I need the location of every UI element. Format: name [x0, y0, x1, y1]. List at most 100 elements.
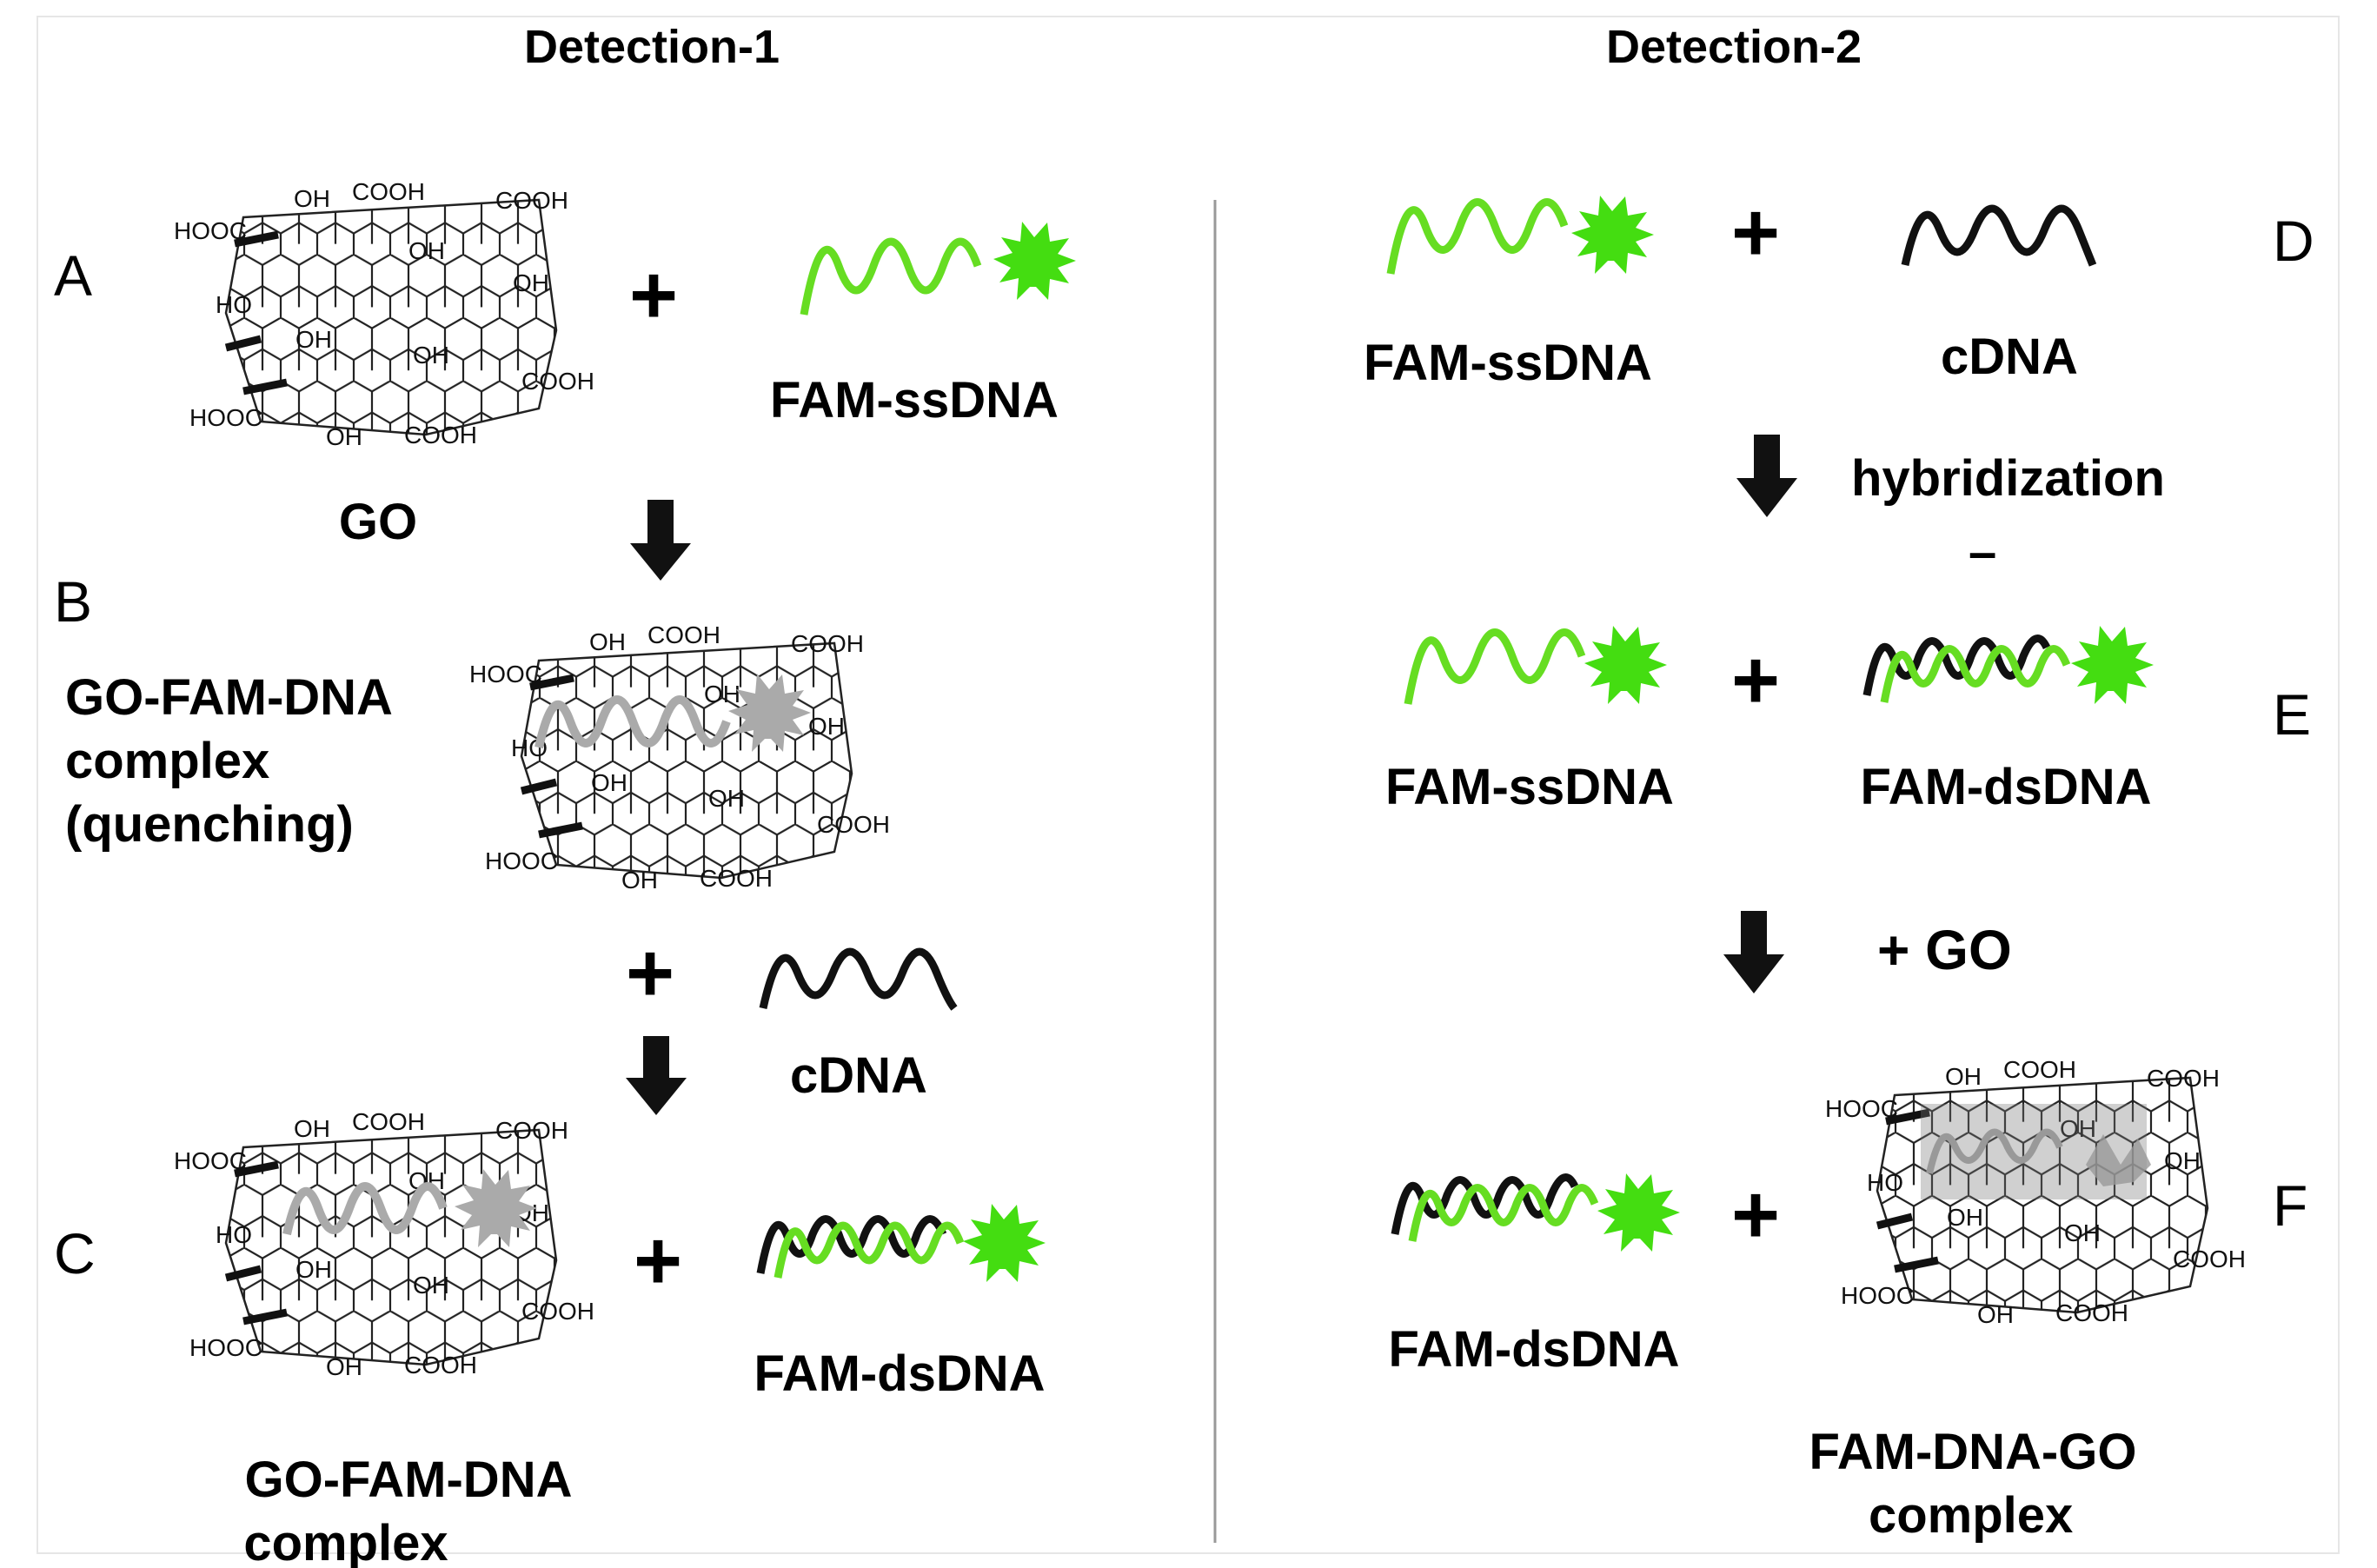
plus-d: +: [1731, 186, 1780, 279]
svg-text:OH: OH: [294, 185, 330, 212]
label-cdna-c: cDNA: [790, 1047, 927, 1104]
plus-a: +: [629, 249, 678, 342]
svg-text:COOH: COOH: [521, 1298, 594, 1325]
svg-text:COOH: COOH: [791, 630, 864, 657]
svg-text:OH: OH: [1977, 1301, 2014, 1328]
label-go-fam-dna-complex-1: GO-FAM-DNA: [65, 669, 393, 726]
svg-text:COOH: COOH: [700, 865, 773, 892]
panel-label-b: B: [54, 569, 92, 634]
svg-text:COOH: COOH: [2147, 1065, 2220, 1092]
svg-text:OH: OH: [589, 628, 626, 655]
svg-text:OH: OH: [413, 342, 449, 369]
label-go-fam-dna-complex-c-1: GO-FAM-DNA: [245, 1452, 573, 1508]
svg-text:COOH: COOH: [521, 368, 594, 395]
svg-text:OH: OH: [295, 326, 332, 353]
label-fam-dsdna-f: FAM-dsDNA: [1388, 1321, 1679, 1378]
label-fam-dsdna-c: FAM-dsDNA: [754, 1345, 1045, 1402]
arrow-b-to-c: [626, 1036, 687, 1115]
cdna-strand-d: [1901, 204, 2097, 267]
svg-text:HOOC: HOOC: [174, 217, 247, 244]
svg-text:OH: OH: [295, 1256, 332, 1283]
ssdna-strand-d: [1386, 198, 1569, 275]
svg-text:HOOC: HOOC: [174, 1147, 247, 1174]
svg-text:COOH: COOH: [2003, 1056, 2076, 1083]
svg-text:COOH: COOH: [647, 621, 720, 648]
panel-label-f: F: [2273, 1173, 2307, 1238]
ssdna-strand-e: [1404, 628, 1586, 705]
svg-text:COOH: COOH: [2055, 1299, 2128, 1326]
svg-text:OH: OH: [326, 1353, 362, 1380]
svg-text:OH: OH: [591, 769, 627, 796]
svg-text:OH: OH: [513, 269, 549, 296]
label-fam-dna-go-complex-1: FAM-DNA-GO: [1809, 1424, 2137, 1480]
svg-text:COOH: COOH: [404, 1352, 477, 1379]
label-dash: –: [1969, 524, 1996, 581]
svg-text:HO: HO: [216, 291, 252, 318]
svg-text:OH: OH: [2064, 1219, 2101, 1246]
fluorophore-a: [993, 222, 1076, 300]
heading-detection-2: Detection-2: [1606, 21, 1862, 73]
label-quenching: (quenching): [65, 796, 354, 853]
dsdna-c: [756, 1204, 1046, 1282]
panel-label-a: A: [54, 243, 92, 308]
panel-label-e: E: [2273, 682, 2311, 747]
svg-text:COOH: COOH: [817, 811, 890, 838]
svg-text:HOOC: HOOC: [469, 661, 542, 688]
plus-e: +: [1731, 634, 1780, 727]
graphene-oxide-sheet-f: OH COOH COOH HOOC OH OH HO OH OH COOH HOOC OH CO…: [1825, 1056, 2246, 1328]
dsdna-f: [1391, 1173, 1680, 1252]
arrow-d-to-e: [1736, 435, 1797, 517]
arrow-a-to-b: [630, 500, 691, 581]
label-go: GO: [339, 494, 417, 550]
svg-text:COOH: COOH: [495, 1117, 568, 1144]
panel-label-c: C: [54, 1221, 96, 1286]
label-fam-dsdna-e: FAM-dsDNA: [1860, 759, 2151, 815]
fluorophore-d: [1571, 196, 1654, 274]
svg-text:COOH: COOH: [404, 422, 477, 448]
svg-text:OH: OH: [326, 423, 362, 450]
svg-text:OH: OH: [408, 237, 445, 264]
svg-text:HOOC: HOOC: [1841, 1282, 1914, 1309]
label-cdna-d: cDNA: [1941, 329, 2078, 385]
svg-text:OH: OH: [1947, 1204, 1983, 1231]
arrow-e-to-f: [1723, 911, 1784, 993]
label-go-fam-dna-complex-2: complex: [65, 733, 269, 789]
label-go-fam-dna-complex-c-2: complex: [243, 1515, 448, 1568]
svg-text:OH: OH: [704, 681, 740, 708]
svg-text:OH: OH: [1945, 1063, 1982, 1090]
fluorophore-e: [1584, 626, 1667, 704]
label-fam-ssdna-d: FAM-ssDNA: [1364, 335, 1652, 391]
svg-text:OH: OH: [294, 1115, 330, 1142]
label-plus-go: + GO: [1877, 919, 2012, 981]
svg-text:OH: OH: [2164, 1147, 2201, 1174]
plus-b: +: [626, 927, 674, 1020]
svg-text:COOH: COOH: [2173, 1246, 2246, 1272]
svg-text:HOOC: HOOC: [189, 404, 262, 431]
dsdna-e: [1862, 626, 2154, 704]
figure-frame: [37, 16, 2340, 1554]
svg-text:HOOC: HOOC: [1825, 1095, 1898, 1122]
svg-text:OH: OH: [621, 867, 658, 894]
plus-c: +: [634, 1214, 682, 1307]
plus-f: +: [1731, 1168, 1780, 1261]
label-hybridization: hybridization: [1851, 450, 2165, 507]
svg-text:OH: OH: [708, 785, 745, 812]
ssdna-strand-a: [800, 237, 982, 316]
svg-text:OH: OH: [808, 713, 845, 740]
panel-label-d: D: [2273, 209, 2314, 273]
svg-text:HOOC: HOOC: [485, 847, 558, 874]
svg-text:HOOC: HOOC: [189, 1334, 262, 1361]
cdna-strand-c: [759, 947, 958, 1011]
label-fam-dna-go-complex-2: complex: [1869, 1487, 2073, 1544]
heading-detection-1: Detection-1: [524, 21, 780, 73]
svg-text:HO: HO: [1867, 1169, 1903, 1196]
label-fam-ssdna-a: FAM-ssDNA: [770, 372, 1059, 429]
svg-text:COOH: COOH: [352, 1108, 425, 1135]
svg-text:HO: HO: [216, 1221, 252, 1248]
svg-text:OH: OH: [2060, 1115, 2096, 1142]
label-fam-ssdna-e: FAM-ssDNA: [1385, 759, 1674, 815]
